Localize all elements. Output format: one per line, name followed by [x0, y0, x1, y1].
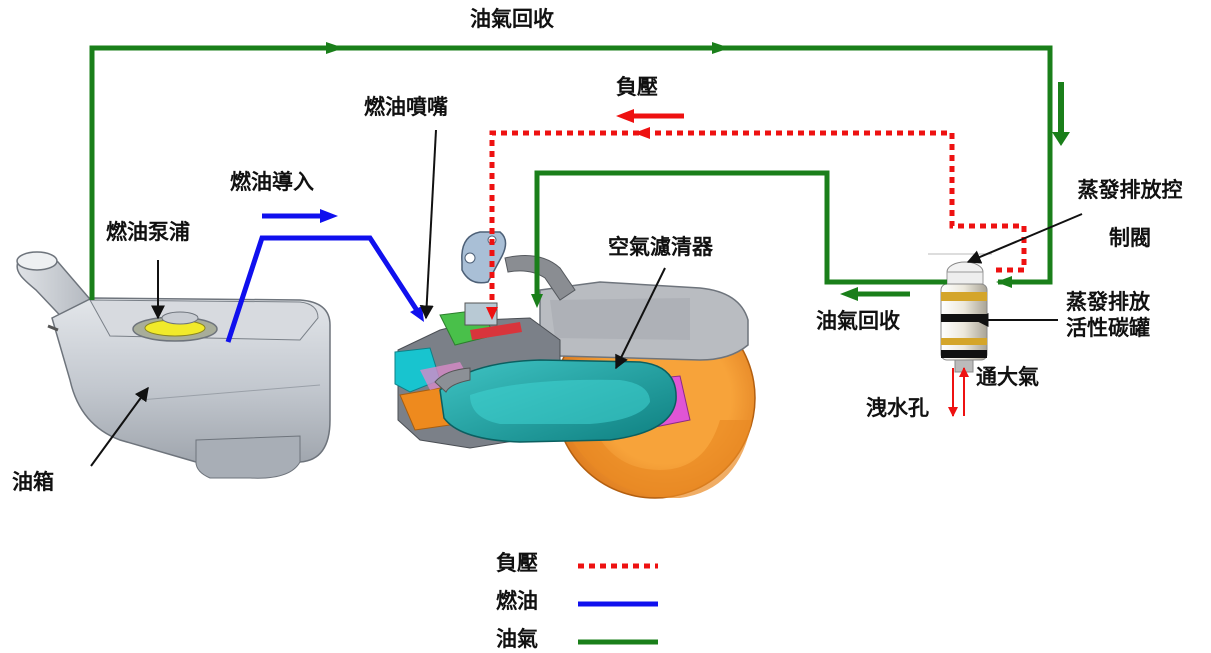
callout-leaders — [90, 129, 1083, 467]
legend-label-vapor: 油氣 — [496, 627, 538, 651]
vapor-recovery-line-outer — [89, 45, 1053, 300]
label-fuel-pump: 燃油泵浦 — [106, 220, 190, 244]
label-drain-hole: 洩水孔 — [866, 396, 929, 420]
label-air-cleaner: 空氣濾清器 — [608, 235, 713, 259]
label-canister-line2: 活性碳罐 — [1066, 316, 1150, 340]
fuel-tank-illustration — [16, 251, 331, 479]
label-negative-pressure-top: 負壓 — [616, 75, 658, 99]
label-vapor-recovery-top: 油氣回收 — [470, 7, 554, 31]
legend-label-negative-pressure: 負壓 — [496, 551, 538, 575]
label-fuel-inlet: 燃油導入 — [230, 170, 314, 194]
negative-pressure-line-arrowhead — [486, 307, 498, 320]
negative-pressure-top-arrow — [616, 109, 684, 123]
engine-unit-illustration — [394, 231, 756, 499]
fuel-line — [225, 235, 421, 343]
negative-pressure-mid-arrowhead — [634, 127, 650, 139]
fuel-inlet-arrow — [262, 209, 338, 223]
label-evap-valve-line1: 蒸發排放控 — [1077, 178, 1183, 202]
label-fuel-tank: 油箱 — [12, 470, 54, 494]
vapor-recovery-line-inner — [534, 170, 947, 300]
vapor-flow-arrows — [326, 42, 1070, 288]
vapor-recovery-mid-arrow — [840, 287, 910, 301]
carbon-canister-illustration — [928, 253, 992, 373]
vapor-line-arrowhead — [531, 294, 543, 308]
label-atmosphere: 通大氣 — [976, 365, 1039, 389]
negative-pressure-line — [489, 130, 1027, 300]
legend-label-fuel: 燃油 — [496, 589, 538, 613]
label-fuel-injector: 燃油噴嘴 — [364, 95, 448, 119]
vent-arrows — [948, 367, 969, 417]
label-vapor-recovery-mid: 油氣回收 — [816, 309, 900, 333]
label-evap-valve-line2: 制閥 — [1109, 226, 1151, 250]
label-canister-line1: 蒸發排放 — [1066, 290, 1150, 314]
